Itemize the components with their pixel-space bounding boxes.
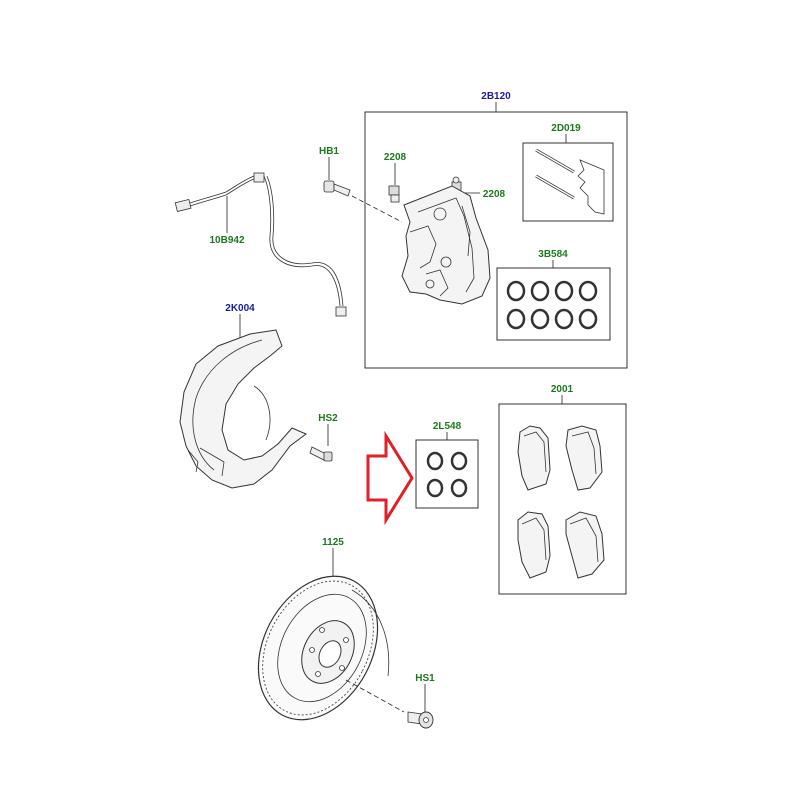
shield-screw-hs2 — [309, 446, 333, 462]
pin-kit-box — [522, 142, 614, 222]
brake-splash-shield — [179, 329, 307, 489]
label-bolt-hb1[interactable]: HB1 — [319, 146, 339, 157]
caliper-assembly-box — [364, 111, 628, 369]
caliper-bolt-hb1 — [323, 180, 351, 197]
arrow-right-outline-icon — [366, 430, 414, 526]
label-brake-disc[interactable]: 1125 — [322, 537, 344, 548]
label-wear-sensor[interactable]: 10B942 — [209, 235, 244, 246]
label-screw-hs1[interactable]: HS1 — [415, 673, 435, 684]
disc-screw-alignment-line — [345, 679, 405, 713]
label-seal-kit-2l548[interactable]: 2L548 — [433, 421, 462, 432]
guide-pins — [535, 148, 575, 200]
seal-kit-2l548-box — [415, 439, 479, 509]
wear-sensor — [174, 172, 347, 317]
label-bleed-valve-left[interactable]: 2208 — [384, 152, 407, 163]
disc-screw-hs1 — [407, 711, 434, 729]
piston-seals-3b584 — [506, 280, 598, 330]
label-pad-set[interactable]: 2001 — [551, 384, 574, 395]
label-seal-kit-3b584[interactable]: 3B584 — [538, 249, 568, 260]
bleed-valve-left — [388, 185, 400, 203]
label-pin-kit[interactable]: 2D019 — [551, 123, 581, 134]
label-bleed-valve-right[interactable]: 2208 — [483, 189, 506, 200]
brake-caliper — [401, 185, 491, 305]
piston-seals-2l548 — [426, 451, 468, 498]
label-screw-hs2[interactable]: HS2 — [318, 413, 338, 424]
brake-disc — [257, 575, 390, 721]
bolt-alignment-line — [351, 195, 403, 223]
anti-rattle-spring — [577, 159, 605, 215]
label-splash-shield[interactable]: 2K004 — [225, 303, 255, 314]
pad-set-box — [498, 403, 627, 595]
label-caliper-assembly[interactable]: 2B120 — [481, 91, 511, 102]
brake-pads — [517, 425, 605, 579]
seal-kit-3b584-box — [496, 267, 611, 341]
